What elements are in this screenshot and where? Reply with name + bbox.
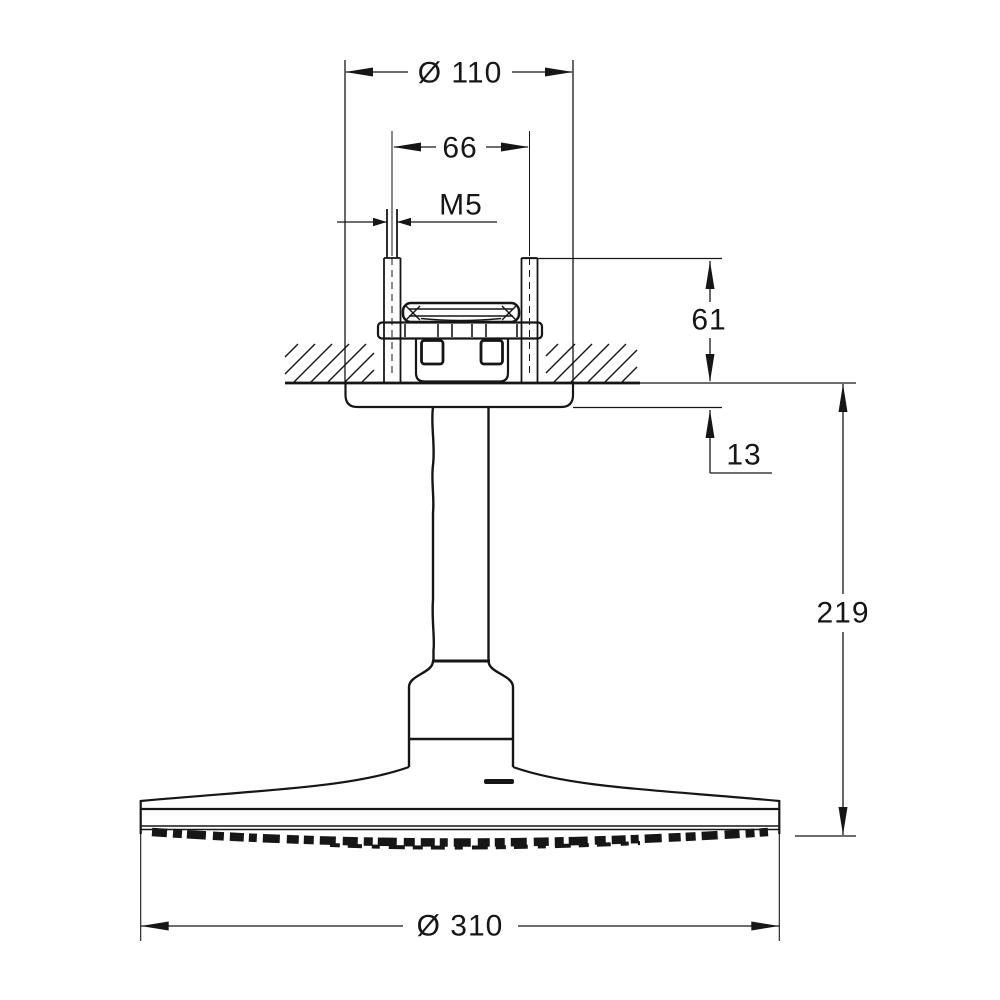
nozzle-face [151,827,769,850]
escutcheon [344,383,575,409]
arrowhead [373,217,387,227]
right-screw [520,257,539,382]
mounting-flange [376,321,544,340]
valve-body [414,338,510,384]
arrowhead [397,217,411,227]
arrowhead [838,384,848,412]
dim-screw-spacing: 66 [391,131,530,256]
nozzle-row-main [151,827,769,847]
dim-head-diameter: Ø 310 [140,834,780,943]
nozzle-row-secondary [329,841,641,850]
dim-head-diameter-label: Ø 310 [417,910,504,943]
arrowhead [140,921,169,931]
arrowhead [393,142,421,152]
mounting-hardware [376,209,544,384]
dim-escutcheon-height: 13 [573,406,772,474]
shower-head [139,765,781,850]
arrowhead [705,261,715,289]
dim-escutcheon-height-label: 13 [726,439,761,472]
dim-screw-spacing-label: 66 [442,132,477,165]
dim-above-ceiling-height-label: 61 [691,304,726,337]
head-top-right [512,765,780,803]
arrowhead [838,807,848,835]
dim-drop-height-label: 219 [816,597,869,630]
dim-above-ceiling-height: 61 [521,257,726,382]
hatch-right [545,343,638,383]
dim-escutcheon-diameter: Ø 110 [344,57,574,383]
arrowhead [705,354,715,382]
ceiling-section [284,343,856,385]
arrowhead [501,142,529,152]
connector-cylinder [407,687,515,767]
head-logo-dash [484,779,514,784]
dim-drop-height: 219 [795,384,869,837]
arrowhead [751,921,780,931]
arm-left-edge [431,407,436,661]
shower-arm [407,407,515,767]
dim-thread-size-label: M5 [439,189,483,222]
left-screw [383,209,402,382]
arrowhead [705,410,715,438]
head-top-left [140,765,410,803]
hatch-left [284,343,375,383]
dim-escutcheon-diameter-label: Ø 110 [418,57,503,90]
arrowhead [345,67,373,77]
arrowhead [545,67,573,77]
dim-thread-size: M5 [337,189,497,227]
left-notch [420,339,445,366]
seal-washer [401,301,521,324]
right-notch [479,339,504,366]
